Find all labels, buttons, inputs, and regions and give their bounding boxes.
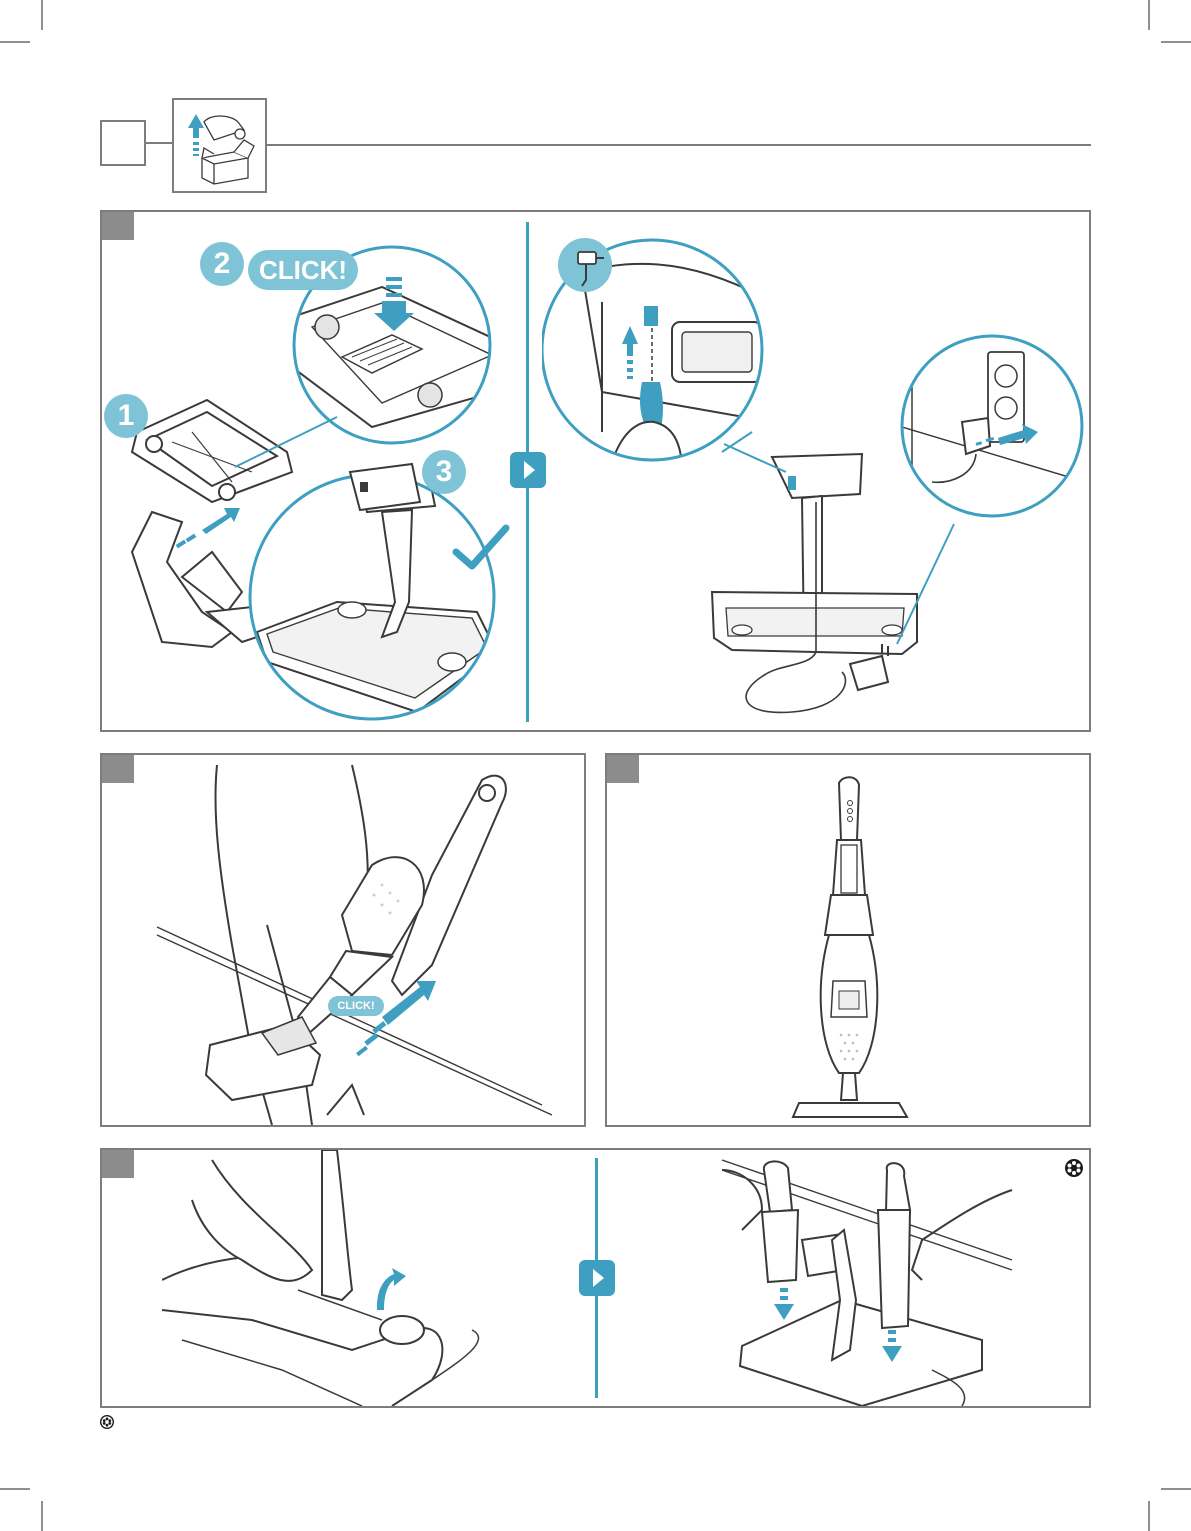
play-arrow-icon [579,1260,615,1296]
click-label-small: CLICK! [328,996,384,1016]
asterisk-flower-icon [1064,1158,1084,1178]
checkmark-icon [452,522,512,572]
header-rule [267,144,1091,146]
step-three-number: 3 [422,450,466,494]
store-accessories-illustration [722,1150,1022,1406]
unbox-product-icon [172,98,267,193]
panel-assembly: 1 2 CLICK! [100,210,1091,732]
panel-assembled-vacuum [605,753,1091,1127]
upright-vacuum-illustration [607,755,1089,1125]
click-text-large: CLICK! [259,255,347,285]
step-one-number: 1 [104,394,148,438]
step-two-badge: 2 [200,242,244,286]
panel-attach-nozzle: CLICK! [100,753,586,1127]
stand-top-holder [342,452,432,527]
panel-accessory-storage [100,1148,1091,1408]
section-number-box [100,120,146,166]
dc-plug-icon [558,238,612,292]
panel-tab [102,212,134,240]
header-connector [146,142,172,144]
click-label-large: CLICK! [248,250,358,290]
panel-tab [102,1150,134,1178]
step-three-badge: 3 [422,450,466,494]
click-text-small: CLICK! [337,1000,374,1012]
attach-nozzle-illustration [102,755,584,1125]
step-one-badge: 1 [104,394,148,438]
remove-cap-illustration [162,1150,562,1406]
push-up-arrow [356,981,436,1056]
leader-to-cable-zoom [722,442,802,482]
asterisk-flower-icon [100,1415,114,1429]
play-arrow-icon [510,452,546,488]
step-two-number: 2 [200,242,244,286]
